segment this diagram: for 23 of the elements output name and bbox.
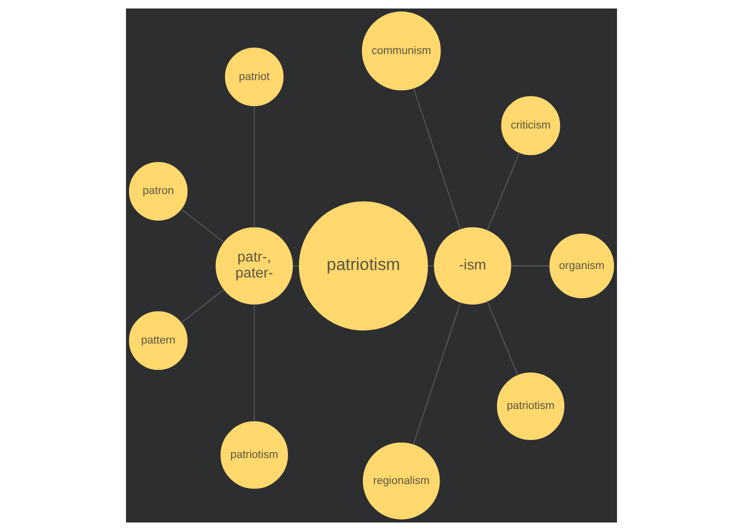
node-circle: patr-, pater- <box>216 227 293 305</box>
node-circle: organism <box>549 234 614 298</box>
node-circle: patriot <box>224 48 284 106</box>
connector <box>254 106 255 228</box>
node-circle: pattern <box>128 311 188 370</box>
node-circle: patron <box>128 162 188 221</box>
node-circle: -ism <box>434 227 512 305</box>
connector <box>428 265 434 266</box>
node-circle: criticism <box>501 96 560 156</box>
connector <box>292 265 299 266</box>
node-circle: communism <box>362 12 441 90</box>
connector <box>511 265 550 266</box>
connector <box>412 302 461 445</box>
connector <box>413 88 461 230</box>
connector <box>486 152 520 231</box>
connector <box>180 289 224 324</box>
node-circle: regionalism <box>362 442 440 520</box>
connector <box>180 208 224 243</box>
connector <box>486 301 518 376</box>
connector <box>254 304 255 422</box>
node-circle: patriotism <box>220 421 288 489</box>
node-circle: patriotism <box>496 372 564 440</box>
node-circle: patriotism <box>298 201 428 330</box>
